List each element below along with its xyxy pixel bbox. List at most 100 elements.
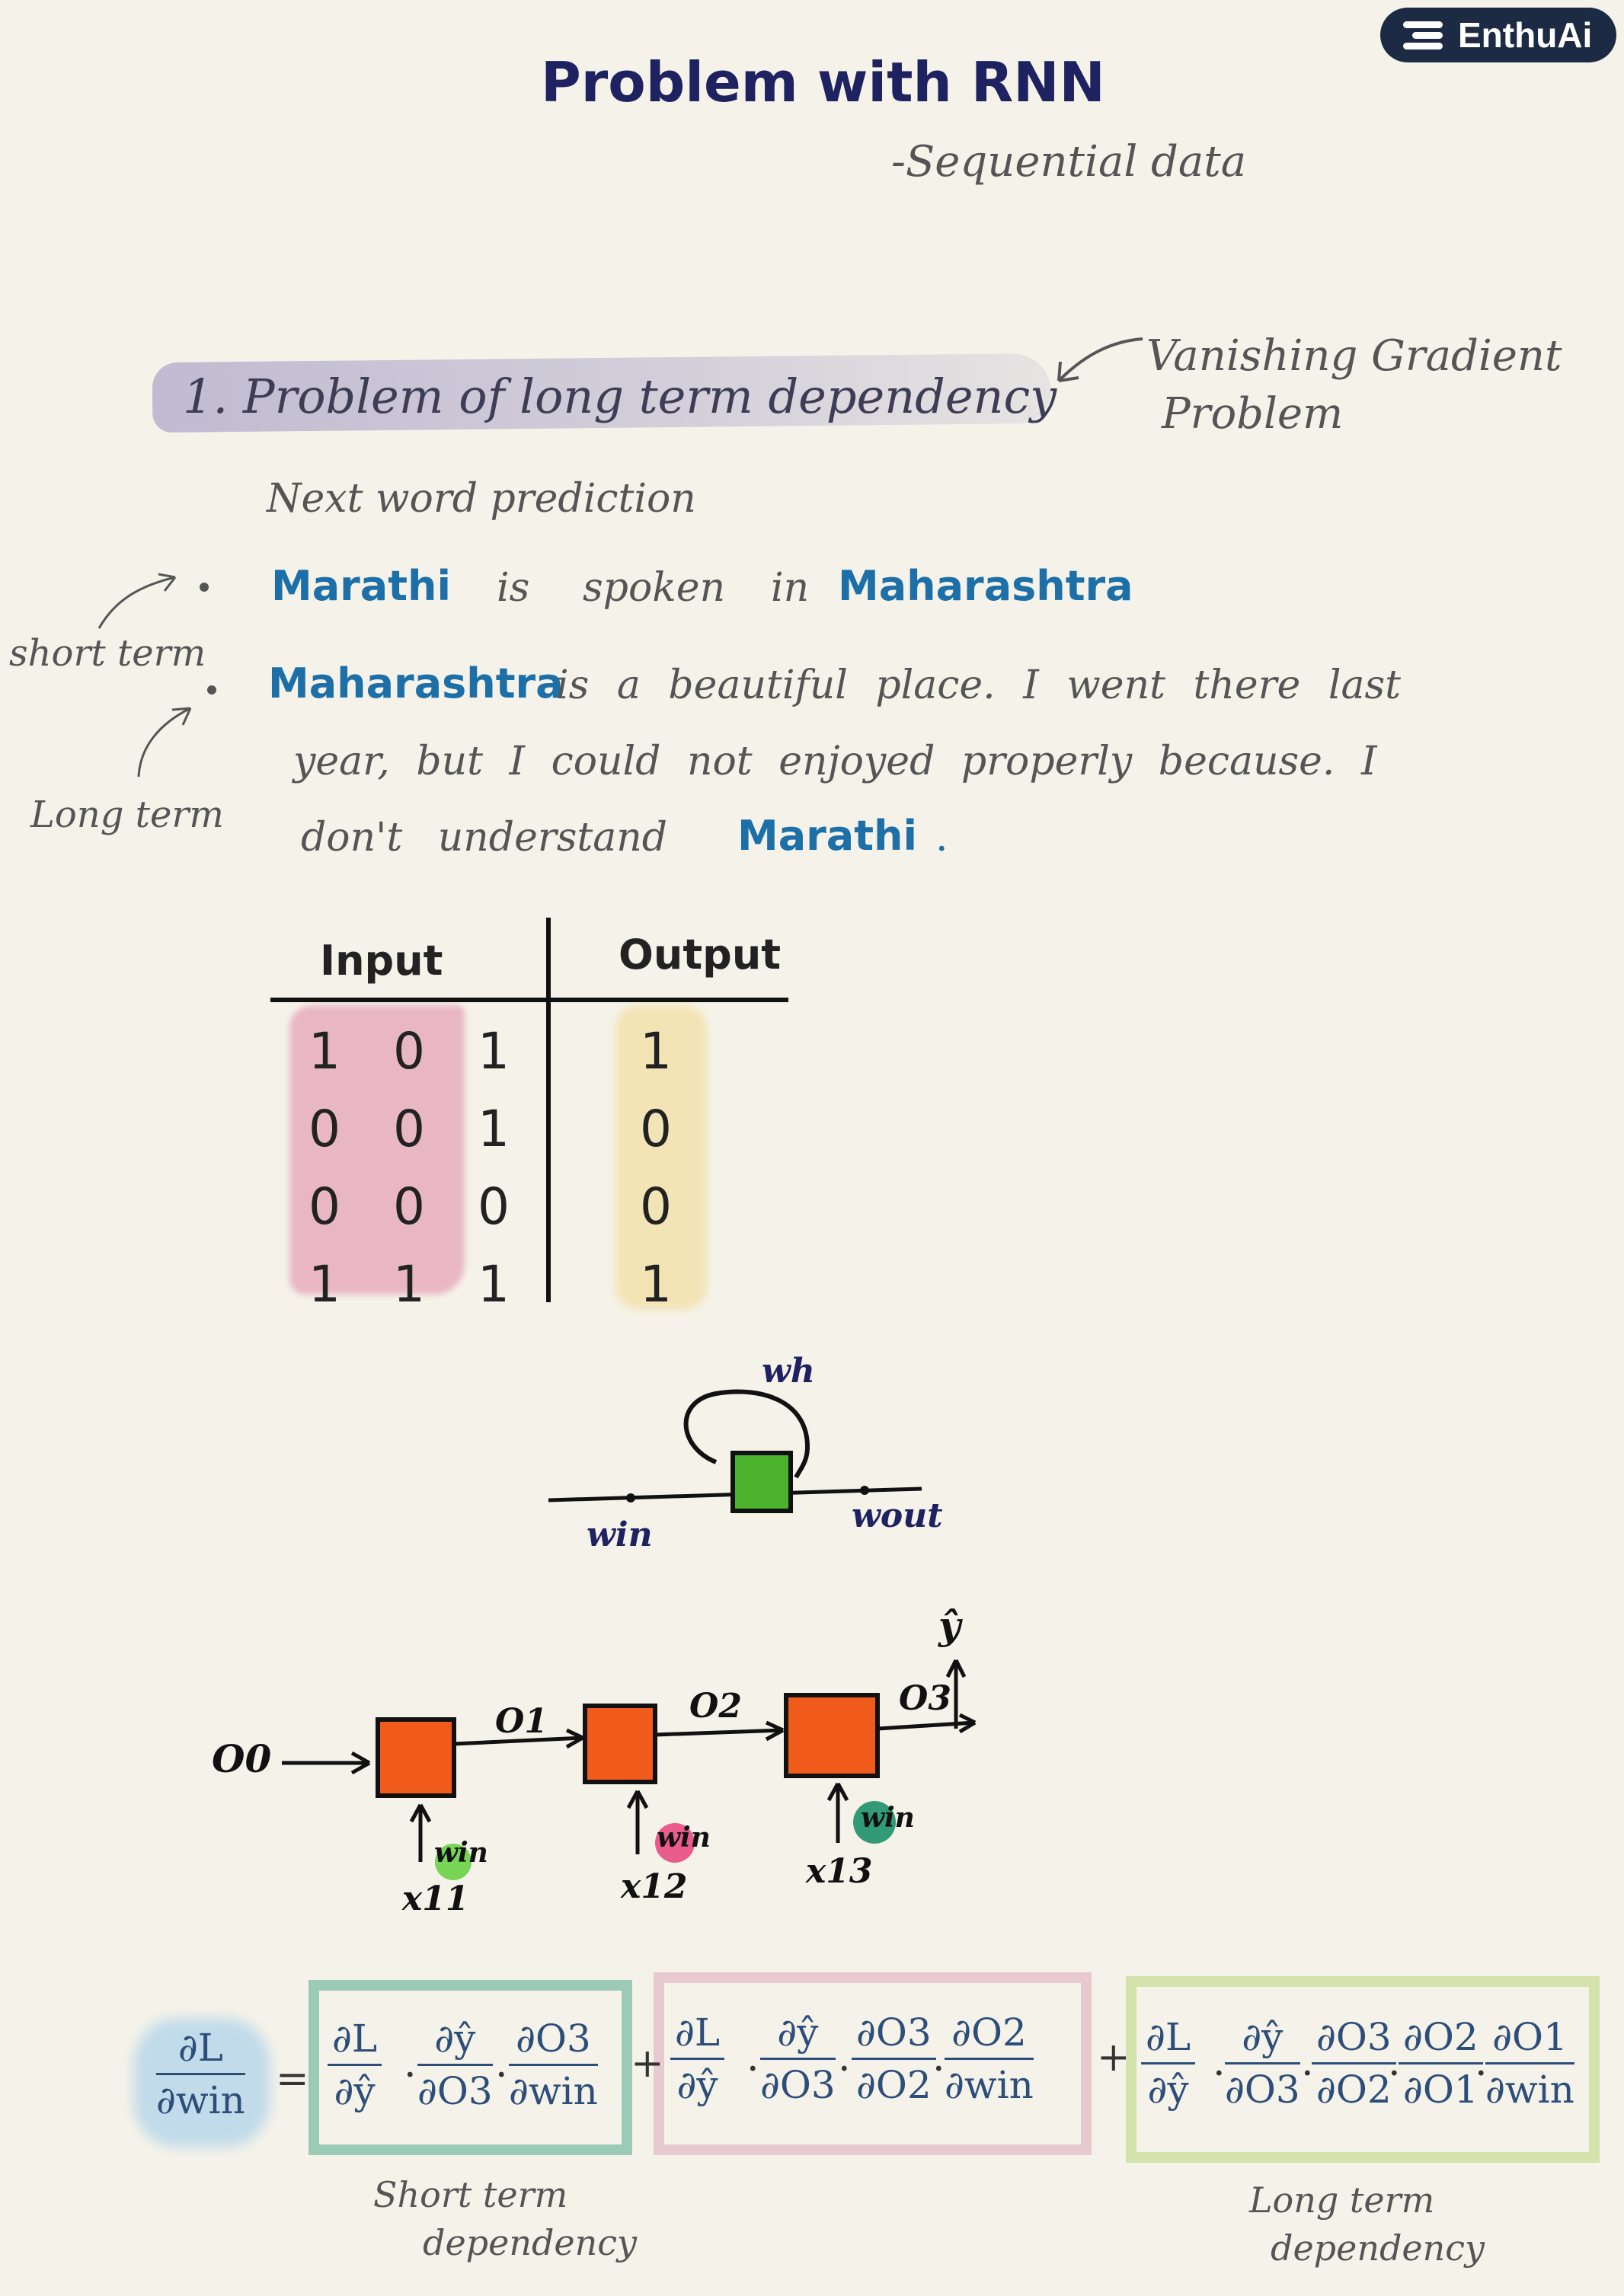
- input-row-2: 0 0 1: [308, 1100, 528, 1158]
- enthuai-logo-icon: [1403, 20, 1447, 50]
- o2-label: O2: [689, 1687, 742, 1726]
- input-row-1: 1 0 1: [308, 1022, 528, 1081]
- bullet-2: [207, 685, 216, 695]
- t3-dot-1: .: [1213, 2039, 1226, 2085]
- t3-frac-2: ∂ŷ∂O3: [1225, 2015, 1300, 2112]
- vanishing-line1: Vanishing Gradient: [1146, 331, 1562, 381]
- table-divider: [546, 918, 551, 1302]
- hidden-cell-box: [730, 1451, 793, 1513]
- mid-term-box: [654, 1972, 1092, 2155]
- output-header: Output: [619, 931, 782, 979]
- t2-frac-3: ∂O3∂O2: [852, 2010, 936, 2107]
- short-term-box: [308, 1980, 632, 2155]
- section-heading: 1. Problem of long term dependency: [183, 369, 1057, 424]
- word-maharashtra-1: Maharashtra: [838, 562, 1133, 610]
- input-row-4: 1 1 1: [308, 1255, 528, 1314]
- o0-label: O0: [212, 1736, 272, 1781]
- short-term-label-1: Short term: [373, 2174, 568, 2215]
- x13-label: x13: [806, 1852, 873, 1891]
- input-color-fill: [289, 1005, 465, 1295]
- win-dot-teal: [853, 1801, 896, 1844]
- t3-frac-5: ∂O1∂win: [1485, 2015, 1574, 2112]
- rnn-cell-diagram: [548, 1389, 922, 1513]
- plus-1: +: [631, 2041, 664, 2087]
- output-row-1: 1: [640, 1022, 690, 1081]
- t1-frac-2: ∂ŷ∂O3: [417, 2017, 493, 2113]
- arrow-long-term-icon: [137, 707, 192, 778]
- word-marathi-2: Marathi: [737, 812, 918, 860]
- word-maharashtra-2: Maharashtra: [268, 659, 564, 707]
- unrolled-rnn-diagram: [282, 1659, 977, 1880]
- subtitle: -Sequential data: [891, 137, 1247, 187]
- t1-dot-2: .: [495, 2041, 508, 2087]
- o1-label: O1: [495, 1702, 548, 1741]
- arrow-short-term-icon: [98, 573, 177, 629]
- example2-line1: is a beautiful place. I went there last: [556, 663, 1402, 708]
- input-row-3: 0 0 0: [308, 1177, 528, 1236]
- enthuai-badge: EnthuAi: [1380, 8, 1616, 62]
- long-term-label-1: Long term: [1249, 2179, 1435, 2221]
- equals-sign: =: [276, 2056, 309, 2102]
- output-color-fill: [615, 1005, 707, 1310]
- next-word-label: Next word prediction: [267, 476, 696, 522]
- recurrent-loop: [683, 1389, 810, 1479]
- bullet-1: [200, 583, 209, 592]
- vanishing-line2: Problem: [1162, 389, 1344, 439]
- output-row-3: 0: [640, 1177, 690, 1236]
- output-row-4: 1: [640, 1255, 690, 1314]
- lhs-color-fill: [133, 2018, 270, 2148]
- cell-2: [583, 1704, 657, 1784]
- long-term-label-2: dependency: [1271, 2227, 1485, 2269]
- t2-dot-1: .: [746, 2035, 759, 2080]
- yhat-label: ŷ: [938, 1603, 961, 1648]
- win-dot-green: [435, 1844, 472, 1880]
- win-label-2: win: [657, 1822, 711, 1854]
- t3-dot-2: .: [1301, 2039, 1314, 2085]
- o3-label: O3: [899, 1679, 951, 1718]
- input-header: Input: [320, 937, 443, 985]
- long-term-note: Long term: [30, 794, 224, 836]
- wout-node: [860, 1486, 869, 1495]
- example2-line2: year, but I could not enjoyed properly b…: [293, 739, 1377, 784]
- t1-dot-1: .: [404, 2041, 417, 2087]
- cell-3: [784, 1693, 880, 1778]
- word-is-1: is: [497, 565, 530, 611]
- word-spoken: spoken: [583, 565, 726, 611]
- plus-2: +: [1097, 2035, 1130, 2080]
- short-term-label-2: dependency: [423, 2222, 638, 2263]
- t3-dot-3: .: [1388, 2039, 1401, 2085]
- t3-frac-3: ∂O3∂O2: [1312, 2015, 1396, 2112]
- t3-frac-1: ∂L∂ŷ: [1141, 2015, 1196, 2112]
- win-label: win: [587, 1515, 653, 1554]
- t2-frac-2: ∂ŷ∂O3: [760, 2010, 836, 2107]
- badge-label: EnthuAi: [1458, 15, 1593, 55]
- final-dot: .: [935, 815, 948, 861]
- win-label-1: win: [434, 1837, 488, 1869]
- table-header-rule: [270, 998, 788, 1002]
- short-term-note: short term: [9, 632, 206, 675]
- word-in: in: [771, 565, 810, 611]
- cell-1: [376, 1717, 456, 1798]
- example2-line3: don't understand: [301, 815, 668, 861]
- arrow-to-vanishing-icon: [1057, 337, 1143, 382]
- x12-label: x12: [621, 1867, 688, 1906]
- long-term-box: [1126, 1976, 1600, 2163]
- t3-dot-4: .: [1475, 2039, 1488, 2085]
- win-label-3: win: [861, 1802, 915, 1834]
- t1-frac-1: ∂L∂ŷ: [328, 2017, 382, 2113]
- page-title: Problem with RNN: [541, 50, 1105, 114]
- output-row-2: 0: [640, 1100, 690, 1158]
- t2-dot-3: .: [932, 2035, 945, 2080]
- win-dot-pink: [655, 1823, 695, 1863]
- wh-label: wh: [762, 1352, 815, 1391]
- x11-label: x11: [402, 1879, 469, 1918]
- vanishing-gradient-note: Vanishing Gradient Problem: [1146, 327, 1562, 443]
- word-marathi-1: Marathi: [271, 562, 452, 610]
- t3-frac-4: ∂O2∂O1: [1399, 2015, 1483, 2112]
- win-node: [626, 1493, 635, 1502]
- t2-dot-2: .: [838, 2035, 851, 2080]
- t2-frac-1: ∂L∂ŷ: [670, 2010, 725, 2107]
- t2-frac-4: ∂O2∂win: [945, 2010, 1034, 2107]
- t1-frac-3: ∂O3∂win: [509, 2017, 598, 2113]
- wout-label: wout: [852, 1496, 943, 1535]
